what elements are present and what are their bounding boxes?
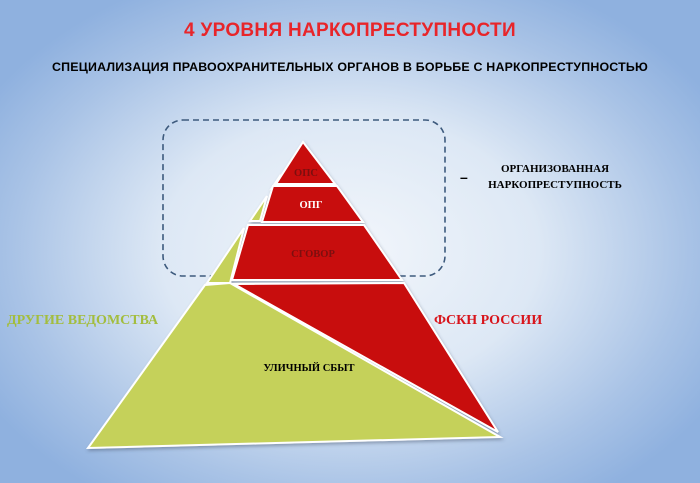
conspiracy-level-green xyxy=(205,227,245,284)
page-title: 4 УРОВНЯ НАРКОПРЕСТУПНОСТИ xyxy=(184,20,516,41)
conspiracy-level-red xyxy=(230,224,404,281)
fskn-label: ФСКН РОССИИ xyxy=(434,313,542,328)
page-subtitle: СПЕЦИАЛИЗАЦИЯ ПРАВООХРАНИТЕЛЬНЫХ ОРГАНОВ… xyxy=(52,60,648,74)
level-label-opg: ОПГ xyxy=(299,200,322,211)
other-agencies-label: ДРУГИЕ ВЕДОМСТВА xyxy=(7,313,159,328)
level-label-street-sales: УЛИЧНЫЙ СБЫТ xyxy=(263,362,354,374)
organized-crime-label-line1: ОРГАНИЗОВАННАЯ xyxy=(501,163,609,175)
level-label-conspiracy: СГОВОР xyxy=(291,249,335,260)
opg-level-green xyxy=(248,195,268,222)
level-label-ops: ОПС xyxy=(294,168,318,179)
street-sales-level-red xyxy=(230,281,499,433)
opg-level-red xyxy=(260,185,365,223)
organized-crime-label-line2: НАРКОПРЕСТУПНОСТЬ xyxy=(488,179,622,191)
ops-level-red xyxy=(274,140,338,185)
bracket-dash: – xyxy=(460,169,468,185)
